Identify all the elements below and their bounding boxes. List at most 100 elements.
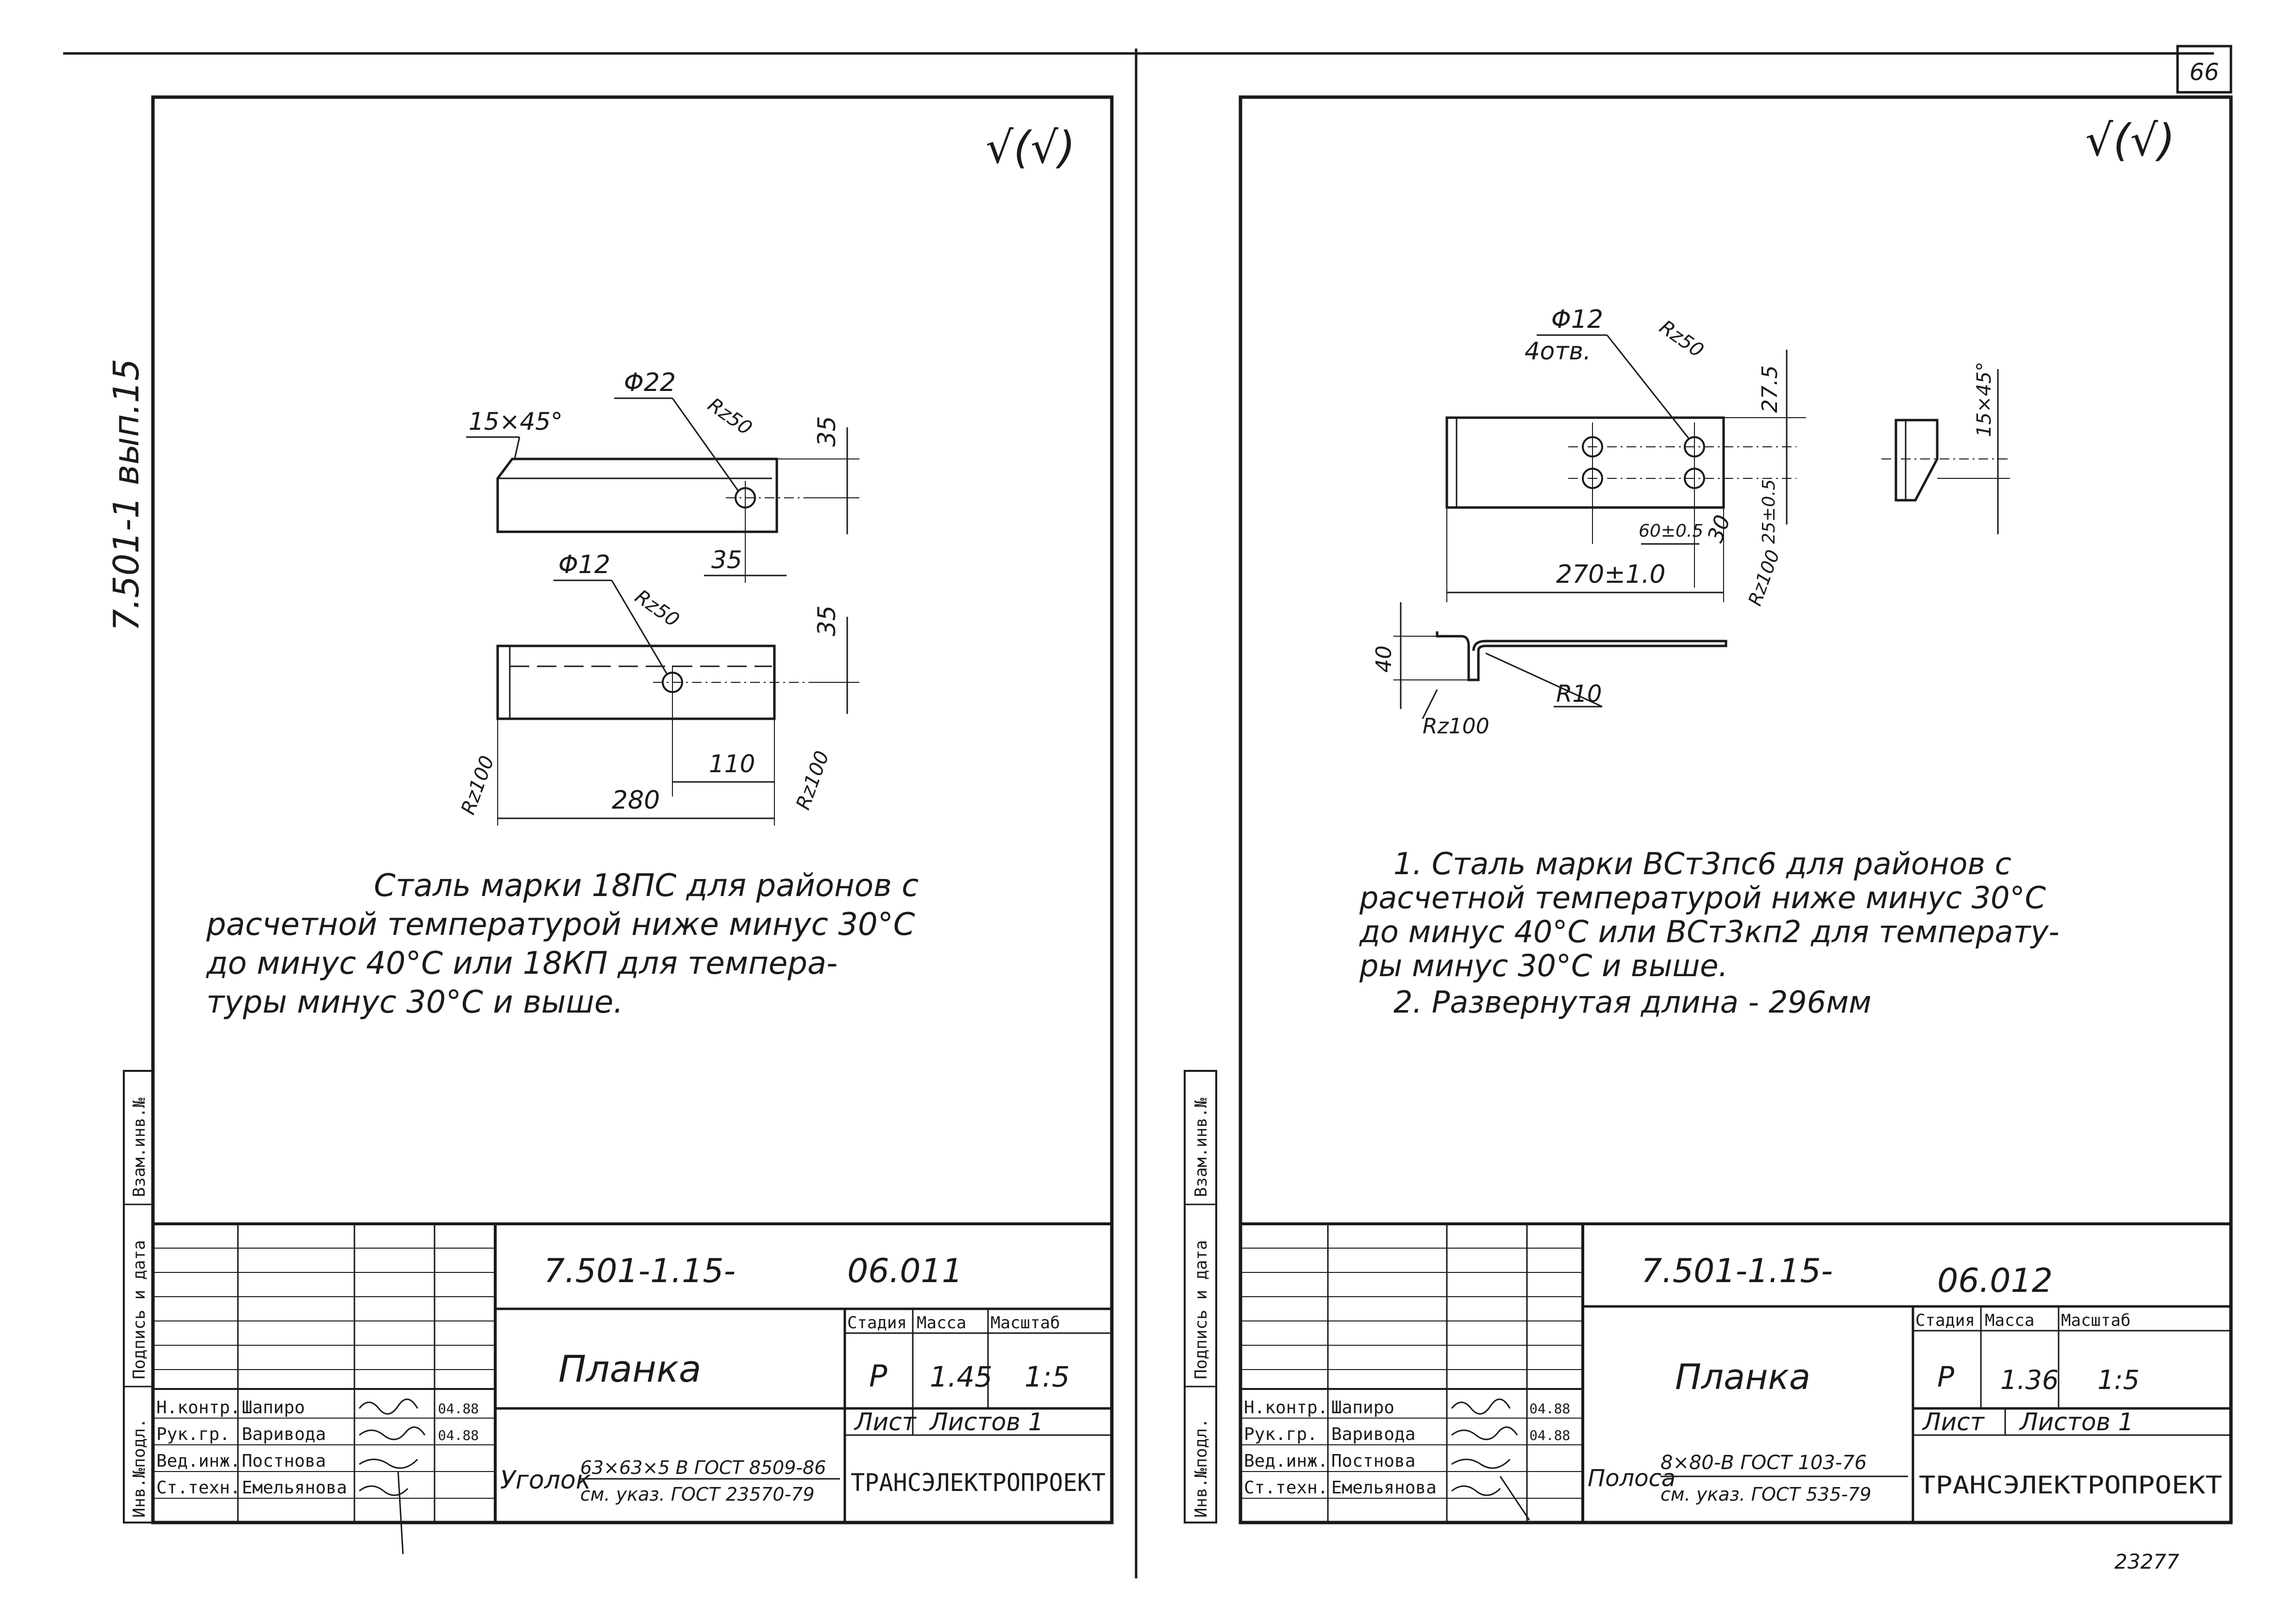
part1-roughness: Rz50 [704,394,756,440]
left-side-label-2: Подпись и дата [130,1240,149,1379]
left-signer-name-3: Постнова [242,1451,326,1471]
right-end-view: 15×45° [1881,362,2010,534]
strip-roughness: Rz50 [1655,316,1708,362]
right-doc-code: 7.501-1.15- [1641,1252,1833,1290]
part2-rough-left: Rz100 [457,753,499,817]
left-side-label-3: Взам.инв.№ [130,1098,149,1197]
part2-hole-leader2 [611,580,669,676]
part1-dim-bottom: 35 [711,546,742,574]
right-sheets-label: Листов 1 [2019,1408,2133,1436]
left-roughness-mark: √(√) [986,122,1075,173]
right-signer-role-2: Рук.гр. [1244,1424,1318,1444]
left-doc-code: 7.501-1.15- [544,1252,736,1290]
right-side-label-3: Взам.инв.№ [1191,1098,1211,1197]
right-organization: ТРАНСЭЛЕКТРОПРОЕКТ [1919,1471,2222,1499]
left-note-line-2: расчетной температурой ниже минус 30°С [206,907,915,943]
part2-hole-label: Φ12 [558,550,610,579]
strip-dim-27-5: 27.5 [1758,365,1782,413]
left-material-bottom: см. указ. ГОСТ 23570-79 [580,1484,815,1505]
right-roughness-mark: √(√) [2085,115,2175,166]
left-stage: Р [869,1358,888,1394]
left-signature-4 [359,1471,409,1555]
right-signer-name-1: Шапиро [1331,1398,1394,1418]
side-view-rough: Rz100 [1423,714,1490,739]
left-signer-name-4: Емельянова [242,1478,347,1498]
part2-dim-280: 280 [612,786,660,815]
right-frame [1239,95,2233,1524]
right-signer-name-4: Емельянова [1331,1478,1437,1498]
left-sheets-label: Листов 1 [929,1408,1043,1436]
right-note-line-3: до минус 40°С или ВСт3кп2 для температу- [1359,914,2060,949]
right-signature-3 [1451,1458,1511,1469]
right-side-label-2: Подпись и дата [1191,1240,1211,1379]
left-col-scale: Масштаб [990,1313,1060,1333]
left-side-strip: Инв.№подл. Подпись и дата Взам.инв.№ [123,1070,154,1523]
right-note: 1. Сталь марки ВСт3пс6 для районов с рас… [1359,846,2060,1020]
right-signature-4 [1451,1476,1530,1521]
right-note-line-2: расчетной температурой ниже минус 30°С [1359,880,2046,915]
left-signer-name-1: Шапиро [242,1398,305,1418]
strip-dim-60: 60±0.5 [1639,521,1703,541]
right-material-top: 8×80-В ГОСТ 103-76 [1660,1452,1867,1474]
left-col-mass: Масса [917,1313,966,1333]
end-view-outline [1894,419,1939,502]
right-signature-1 [1451,1398,1511,1415]
left-mass: 1.45 [930,1360,992,1393]
strip-rough-100: Rz100 [1744,547,1784,609]
right-signer-role-3: Вед.инж. [1244,1451,1328,1471]
left-signature-2 [359,1426,426,1440]
left-signer-role-4: Ст.техн. [156,1478,240,1498]
right-scale: 1:5 [2097,1365,2140,1395]
right-doc-number: 06.012 [1937,1262,2053,1300]
right-signature-2 [1451,1426,1518,1440]
right-stage: Р [1937,1360,1954,1393]
strip-dim-270: 270±1.0 [1556,560,1666,589]
left-note-line-3: до минус 40°С или 18КП для темпера- [206,946,838,982]
left-part-name: Планка [558,1347,701,1390]
end-view-chamfer: 15×45° [1973,362,1995,437]
left-col-stage: Стадия [847,1313,907,1333]
part2-dim-right: 35 [813,605,841,636]
bottom-right-number: 23277 [2114,1550,2179,1574]
page-number: 66 [2189,59,2219,86]
strip-dim-30: 30 [1703,512,1735,546]
strip-outline [1445,416,1725,509]
margin-code: 7.501-1 вып.15 [106,358,147,631]
left-part1: 15×45° Φ22 Rz50 35 35 [466,368,859,583]
left-material-top: 63×63×5 В ГОСТ 8509-86 [580,1457,826,1478]
right-material-prefix: Полоса [1588,1465,1676,1492]
left-frame [151,95,1114,1524]
left-note: Сталь марки 18ПС для районов с расчетной… [206,868,919,1020]
part2-dim-110: 110 [709,750,755,778]
right-title-block: Н.контр. Шапиро 04.88 Рук.гр. Варивода 0… [1240,1222,2231,1523]
part1-hole-leader2 [671,398,739,491]
left-signature-1 [358,1398,419,1415]
right-note-line-5: 2. Развернутая длина - 296мм [1393,984,1872,1020]
left-signature-3 [359,1458,419,1469]
page-number-box [2176,45,2232,94]
part1-dim-right: 35 [813,416,841,447]
left-sheet-label: Лист [854,1408,917,1436]
right-signer-date-2: 04.88 [1529,1427,1570,1443]
left-title-block: Н.контр. Шапиро 04.88 Рук.гр. Варивода 0… [153,1222,1112,1555]
right-side-view: 40 R10 Rz100 [1372,602,1727,739]
left-signer-role-3: Вед.инж. [156,1451,240,1471]
right-sheet: √(√) Φ12 4отв. Rz50 27.5 25±0.5 60±0.5 3… [1184,95,2233,1524]
right-material-bottom: см. указ. ГОСТ 535-79 [1660,1484,1871,1505]
right-signer-role-1: Н.контр. [1244,1398,1328,1418]
left-signer-name-2: Варивода [242,1424,326,1444]
left-sheet: √(√) 15×45° Φ22 Rz50 35 35 [123,95,1114,1555]
left-part2: Φ12 Rz50 35 110 280 Rz100 Rz100 [457,550,859,826]
strip-hole-count: 4отв. [1525,337,1591,365]
left-signer-role-2: Рук.гр. [156,1424,230,1444]
right-note-line-4: ры минус 30°С и выше. [1359,948,1728,983]
right-signer-name-2: Варивода [1331,1424,1415,1444]
left-signer-date-1: 04.88 [438,1401,479,1417]
right-col-mass: Масса [1985,1311,2034,1330]
right-plan-view: Φ12 4отв. Rz50 27.5 25±0.5 60±0.5 30 Rz1… [1445,305,1806,609]
part1-hole-label: Φ22 [624,368,676,397]
left-signer-role-1: Н.контр. [156,1398,240,1418]
right-sheet-label: Лист [1922,1408,1985,1436]
strip-dim-25: 25±0.5 [1759,479,1779,544]
